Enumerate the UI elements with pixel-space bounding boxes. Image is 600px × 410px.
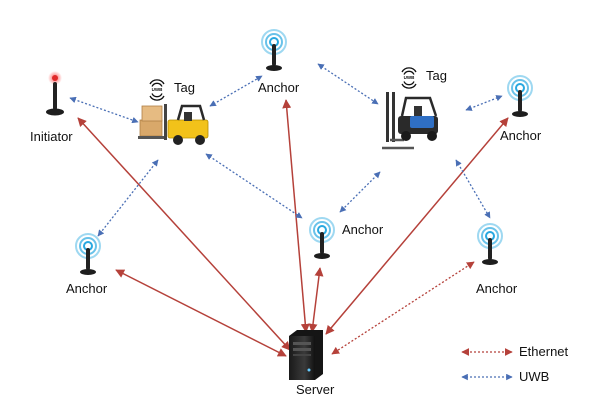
uwb-links — [69, 63, 503, 237]
anchor-right-node — [507, 75, 533, 117]
uwb-badge-text: UWB — [404, 75, 415, 80]
ethernet-initiator-server — [77, 117, 291, 351]
uwb-anchor-top-tag2 — [317, 63, 379, 105]
ethernet-dotted-links — [331, 261, 475, 355]
ethernet-anchor-left-server — [115, 269, 287, 357]
uwb-badge-text: UWB — [152, 87, 163, 92]
anchor-right-label: Anchor — [500, 128, 542, 143]
legend-uwb-label: UWB — [519, 369, 550, 384]
anchor-top-node — [261, 29, 287, 71]
server-label: Server — [296, 382, 335, 397]
tag2-label: Tag — [426, 68, 447, 83]
uwb-tag1-anchor-left — [97, 159, 159, 237]
ethernet-anchor-bottom-right-server — [331, 261, 475, 355]
uwb-badge-icon: UWB — [149, 79, 165, 101]
ethernet-anchor-center-server — [308, 267, 324, 333]
tag1-label: Tag — [174, 80, 195, 95]
initiator-node — [46, 71, 64, 116]
anchor-left-label: Anchor — [66, 281, 108, 296]
anchor-left-node — [75, 233, 101, 275]
legend — [461, 348, 513, 381]
uwb-tag2-anchor-right — [465, 95, 503, 111]
uwb-tag2-anchor-center — [339, 171, 381, 213]
forklift-yellow-icon — [138, 104, 209, 145]
initiator-label: Initiator — [30, 129, 73, 144]
anchor-center-label: Anchor — [342, 222, 384, 237]
uwb-initiator-tag1 — [69, 96, 139, 124]
uwb-tag1-anchor-center — [205, 153, 303, 219]
ethernet-anchor-top-server — [282, 99, 310, 333]
anchor-bottom-right-label: Anchor — [476, 281, 518, 296]
uwb-tag2-anchor-bottom-right — [455, 159, 491, 219]
server-icon — [289, 330, 323, 380]
anchor-top-label: Anchor — [258, 80, 300, 95]
anchor-center-node — [309, 217, 335, 259]
forklift-blue-icon — [382, 92, 438, 150]
uwb-badge-icon: UWB — [401, 67, 417, 89]
uwb-tag1-anchor-top — [209, 75, 263, 107]
initiator-led-icon — [52, 75, 58, 81]
anchor-bottom-right-node — [477, 223, 503, 265]
legend-ethernet-label: Ethernet — [519, 344, 569, 359]
ethernet-links — [77, 99, 509, 357]
